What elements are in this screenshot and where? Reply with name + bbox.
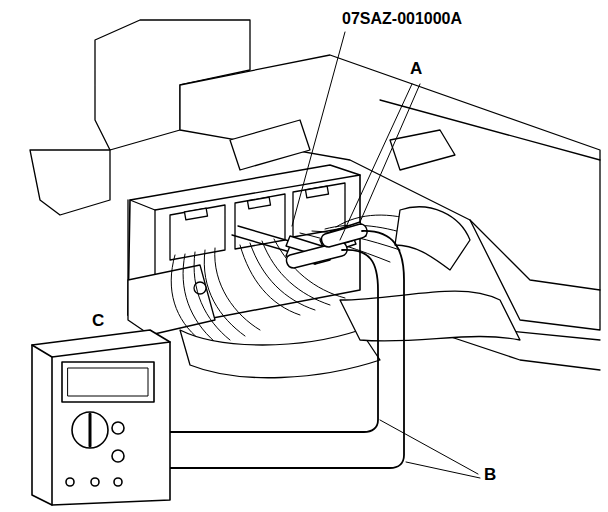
callout-letter: A [408,60,424,79]
part-number: 07SAZ-001000A [340,10,464,28]
callout-letter: B [482,466,498,485]
callout-letter: C [90,312,106,331]
